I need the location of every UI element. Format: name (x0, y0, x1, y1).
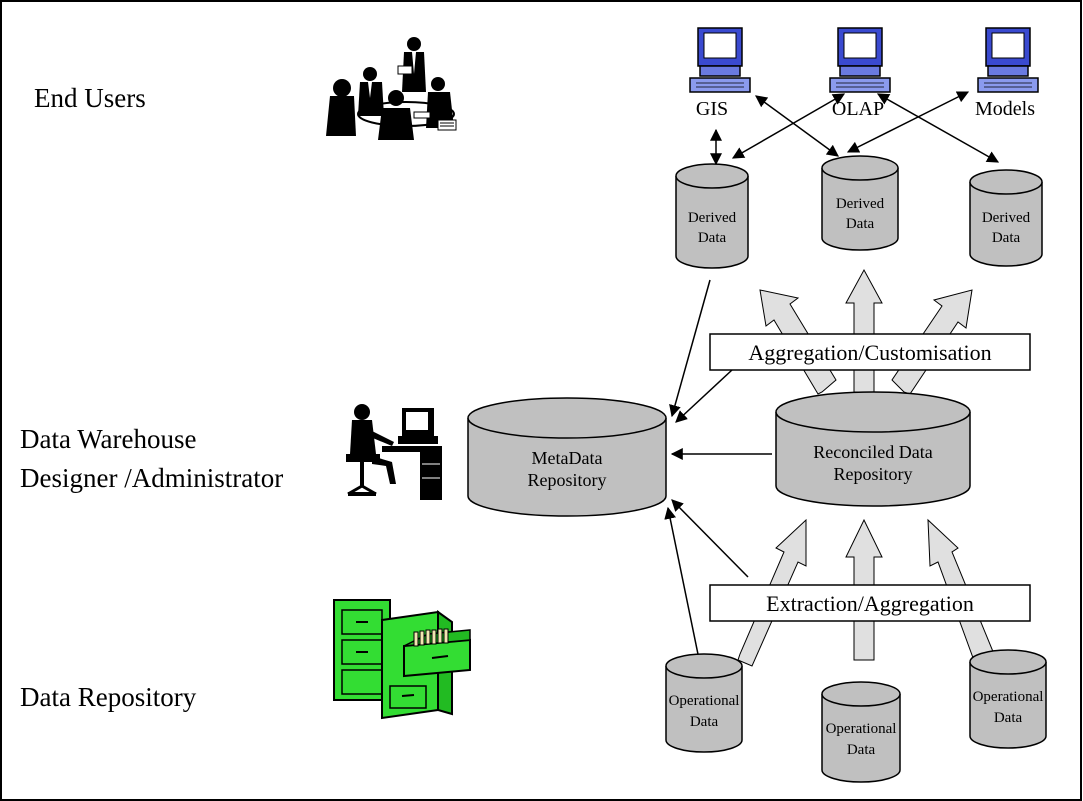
reconciled-line2: Repository (834, 464, 913, 484)
metadata-line1: MetaData (532, 448, 603, 468)
operational-1-line1: Operational (669, 693, 740, 709)
operational-data-cylinder-1: Operational Data (665, 653, 743, 753)
operational-2-line1: Operational (826, 721, 897, 737)
role-dw-line1: Data Warehouse (20, 424, 197, 454)
connector-arrows (664, 91, 1000, 665)
arrow-aggregation-metadata (675, 369, 733, 423)
derived-2-line2: Data (846, 216, 875, 232)
arrow-extraction-metadata (671, 499, 749, 578)
derived-data-cylinder-3: Derived Data (969, 169, 1043, 267)
metadata-line2: Repository (528, 470, 607, 490)
arrow-olap-derived3 (876, 93, 1000, 163)
derived-3-line1: Derived (982, 210, 1031, 226)
derived-data-cylinder-2: Derived Data (821, 155, 899, 251)
extraction-label: Extraction/Aggregation (766, 591, 974, 616)
derived-3-line2: Data (992, 230, 1021, 246)
role-dw-line2: Designer /Administrator (20, 463, 284, 493)
administrator-desk-icon (346, 404, 442, 500)
extraction-box (709, 584, 1031, 622)
arrow-operational-metadata (664, 506, 701, 665)
operational-data-cylinder-2: Operational Data (821, 681, 901, 783)
derived-data-cylinder-1: Derived Data (675, 163, 749, 269)
arrow-gis-derived2 (755, 95, 839, 157)
models-label: Models (975, 98, 1035, 120)
metadata-repository-cylinder: MetaData Repository (467, 397, 667, 517)
operational-1-line2: Data (690, 714, 719, 730)
operational-3-line2: Data (994, 710, 1023, 726)
models-computer-icon (977, 27, 1039, 93)
operational-3-line1: Operational (973, 689, 1044, 705)
derived-2-line1: Derived (836, 196, 885, 212)
gis-label: GIS (696, 98, 728, 120)
fat-arrow-up-center (845, 268, 883, 393)
olap-label: OLAP (832, 98, 884, 120)
role-data-repository: Data Repository (20, 682, 197, 712)
aggregation-box (709, 333, 1031, 371)
arrow-derived-metadata (669, 279, 711, 418)
operational-data-cylinder-3: Operational Data (969, 649, 1047, 749)
operational-2-line2: Data (847, 742, 876, 758)
aggregation-label: Aggregation/Customisation (748, 340, 991, 365)
derived-1-line1: Derived (688, 210, 737, 226)
olap-computer-icon (829, 27, 891, 93)
role-end-users: End Users (34, 83, 146, 113)
derived-1-line2: Data (698, 230, 727, 246)
reconciled-data-cylinder: Reconciled Data Repository (775, 391, 971, 507)
meeting-people-icon (326, 36, 462, 140)
reconciled-line1: Reconciled Data (813, 442, 932, 462)
filing-cabinet-icon (333, 599, 471, 720)
gis-computer-icon (689, 27, 751, 93)
